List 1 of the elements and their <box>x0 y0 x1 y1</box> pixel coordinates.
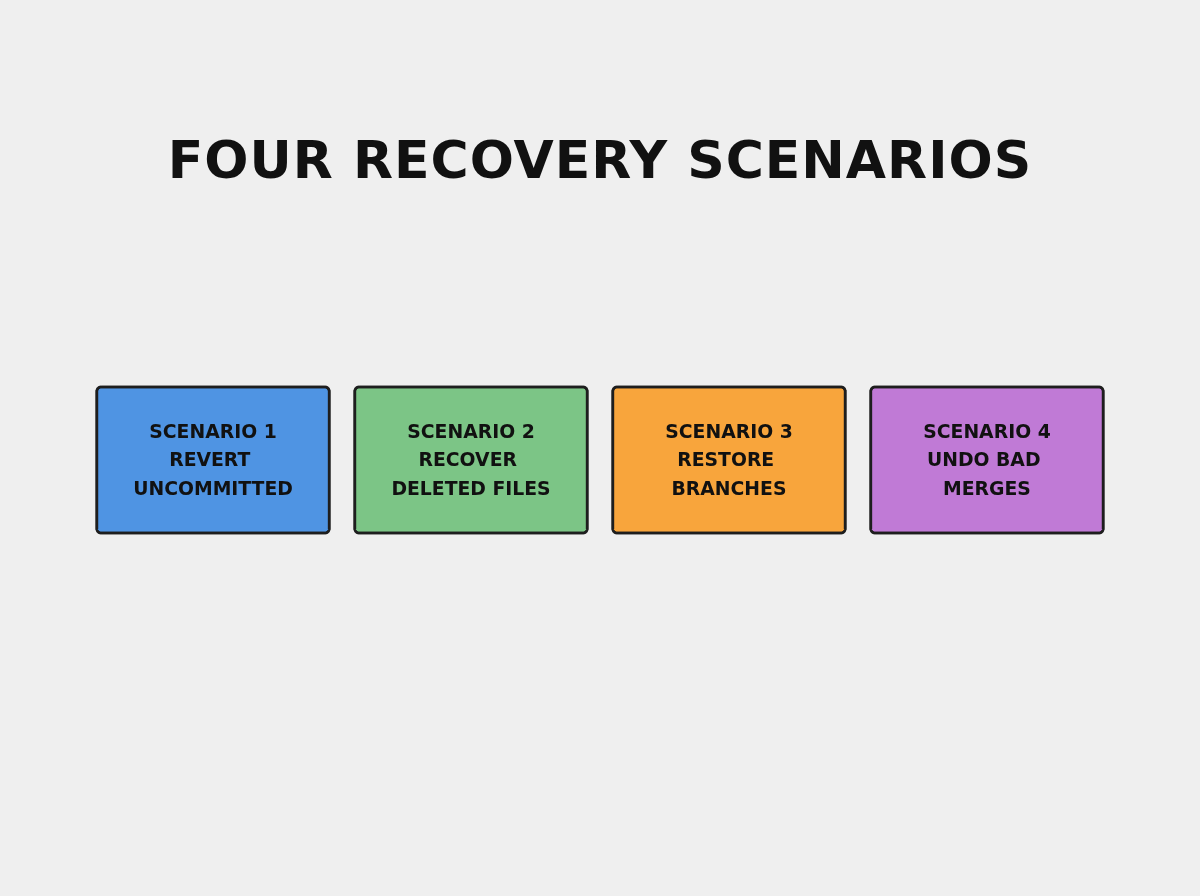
diagram-title: FOUR RECOVERY SCENARIOS <box>166 130 1034 190</box>
